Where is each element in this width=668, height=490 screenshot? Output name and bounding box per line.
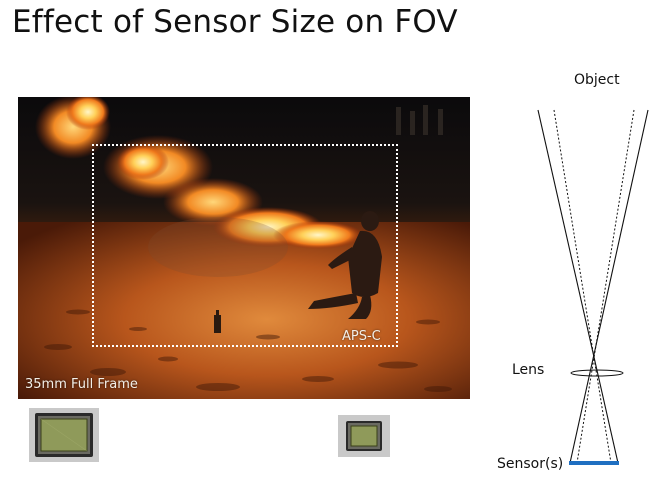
fire-breather-photo: APS-C 35mm Full Frame — [18, 97, 470, 399]
page-title: Effect of Sensor Size on FOV — [12, 4, 458, 40]
full-frame-ray-right — [569, 109, 649, 464]
full-frame-sensor-icon — [29, 408, 99, 462]
apsc-ray-right — [576, 109, 635, 464]
fov-ray-diagram — [490, 60, 668, 486]
object-label: Object — [574, 72, 620, 88]
sensor-label: Sensor(s) — [497, 456, 564, 472]
apsc-sensor-icon — [338, 415, 390, 457]
sensor-bar — [569, 461, 619, 465]
apsc-ray-left — [553, 109, 612, 464]
apsc-crop-frame — [92, 144, 398, 347]
lens-label: Lens — [512, 362, 545, 378]
full-frame-label: 35mm Full Frame — [25, 377, 138, 392]
full-frame-ray-left — [537, 109, 619, 464]
lens-icon — [570, 369, 624, 377]
apsc-label: APS-C — [342, 329, 381, 344]
photo-illustration — [18, 97, 470, 399]
